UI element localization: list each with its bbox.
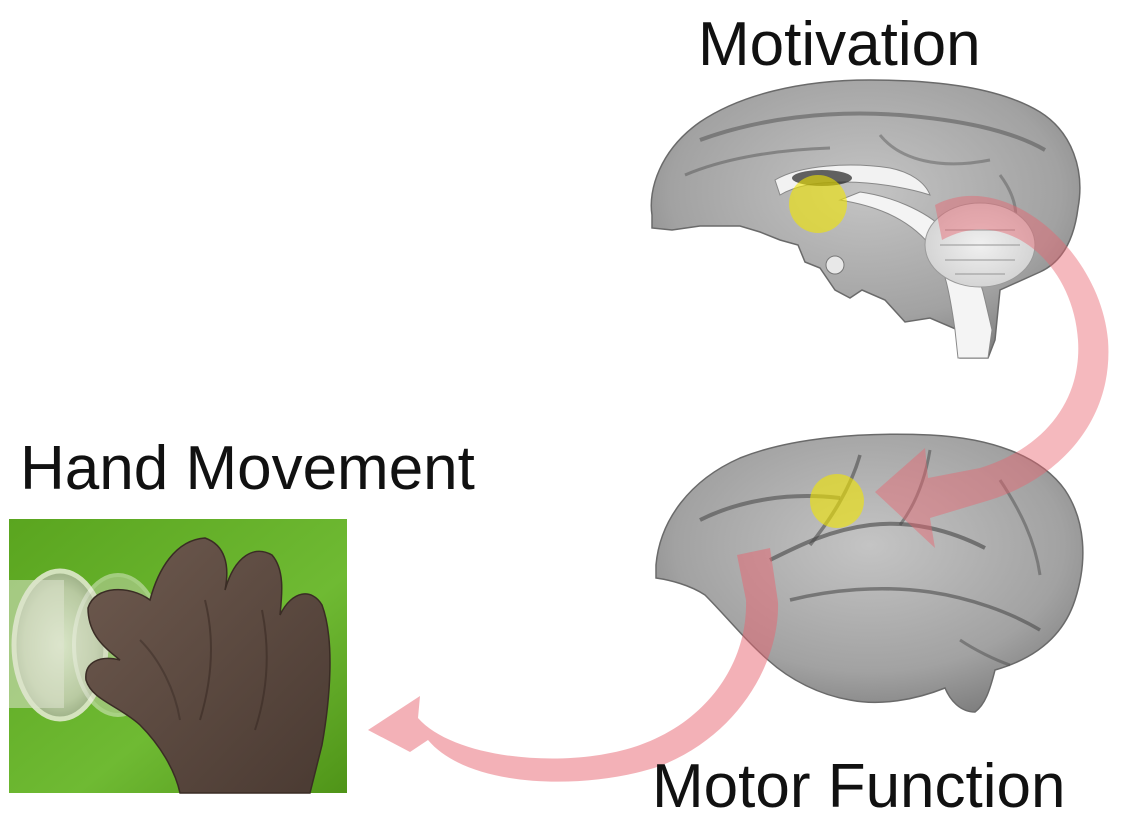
hand-photo [9, 519, 347, 793]
motor-function-label: Motor Function [652, 756, 1066, 818]
motivation-region-highlight [789, 175, 847, 233]
hand-movement-label: Hand Movement [20, 438, 475, 500]
motor-region-highlight [810, 474, 864, 528]
motivation-label: Motivation [698, 14, 981, 76]
